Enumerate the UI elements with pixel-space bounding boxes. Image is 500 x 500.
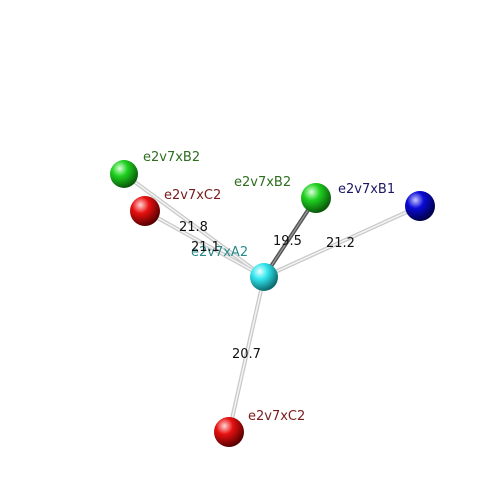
distance-label-b2-right: 19.5 xyxy=(273,234,302,249)
distance-label-b1: 21.2 xyxy=(326,236,355,251)
atom-label-center: e2v7xA2 xyxy=(191,245,248,260)
atom-b2-right[interactable] xyxy=(301,183,331,213)
atom-center[interactable] xyxy=(250,263,278,291)
distance-label-c2-bottom: 20.7 xyxy=(232,347,261,362)
bond-to-c2-left-highlight xyxy=(144,210,265,278)
atom-b1[interactable] xyxy=(405,191,435,221)
atom-b2-left[interactable] xyxy=(110,160,138,188)
atom-label-c2-bottom: e2v7xC2 xyxy=(248,409,305,424)
atom-label-b1: e2v7xB1 xyxy=(338,182,395,197)
distance-label-c2-left: 21.1 xyxy=(191,240,220,255)
atom-label-c2-left: e2v7xC2 xyxy=(164,188,221,203)
atom-c2-bottom[interactable] xyxy=(214,417,244,447)
bond-to-c2-bottom-highlight xyxy=(228,276,265,433)
atom-label-b2-right: e2v7xB2 xyxy=(234,175,291,190)
distance-label-b2-left: 21.8 xyxy=(179,220,208,235)
atom-label-b2-left: e2v7xB2 xyxy=(143,150,200,165)
bond-to-b1-highlight xyxy=(263,205,421,278)
atom-c2-left[interactable] xyxy=(130,196,160,226)
bond-to-b2-left-highlight xyxy=(123,173,265,278)
bond-to-b2-right-highlight xyxy=(263,197,317,278)
